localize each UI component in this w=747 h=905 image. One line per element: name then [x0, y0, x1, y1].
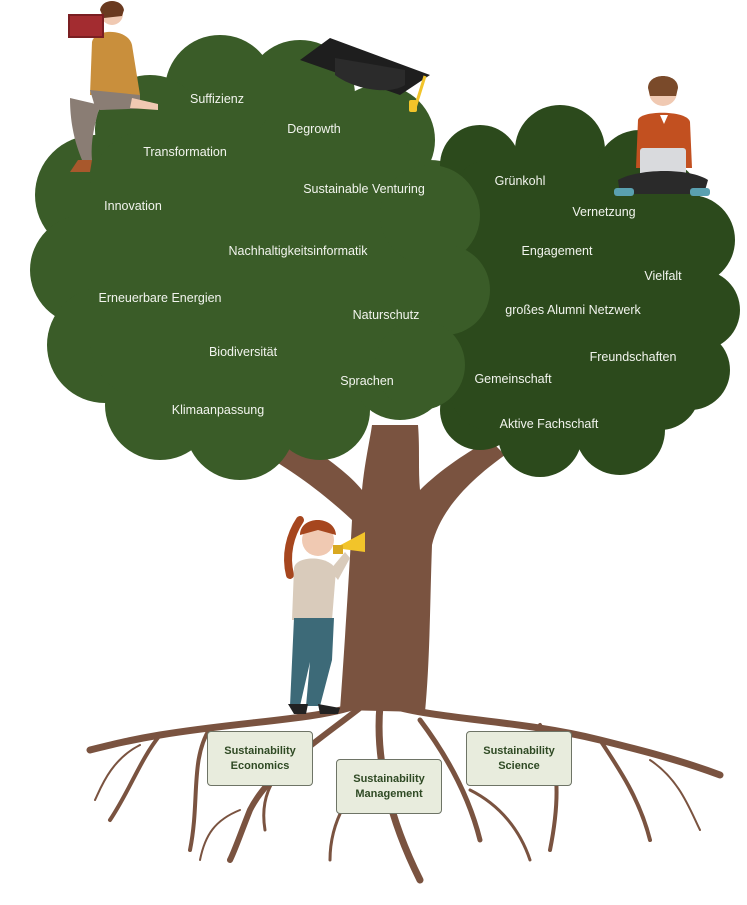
word-sustainable-venturing: Sustainable Venturing: [303, 181, 425, 196]
word-sprachen: Sprachen: [340, 373, 394, 388]
word-nachhaltigkeitsinformatik: Nachhaltigkeitsinformatik: [228, 243, 368, 258]
word-suffizienz: Suffizienz: [190, 91, 244, 106]
word-vernetzung: Vernetzung: [572, 204, 636, 219]
megaphone-person: [284, 516, 365, 714]
word-engagement: Engagement: [521, 243, 593, 258]
laptop-person: [614, 76, 710, 196]
word-vielfalt: Vielfalt: [644, 268, 682, 283]
word-erneuerbare-energien: Erneuerbare Energien: [98, 290, 222, 305]
sign-sustainability-science[interactable]: Sustainability Science: [466, 731, 572, 786]
graduation-cap-icon: [300, 38, 430, 112]
word-gemeinschaft: Gemeinschaft: [474, 371, 552, 386]
canopy-right-shape: [420, 105, 740, 477]
trunk: [265, 425, 505, 712]
word-innovation: Innovation: [104, 198, 162, 213]
sign-sustainability-economics[interactable]: Sustainability Economics: [207, 731, 313, 786]
word-freundschaften: Freundschaften: [589, 349, 677, 364]
word-klimaanpassung: Klimaanpassung: [171, 402, 265, 417]
sign-sustainability-management[interactable]: Sustainability Management: [336, 759, 442, 814]
word-alumni-netzwerk: großes Alumni Netzwerk: [505, 302, 641, 317]
word-aktive-fachschaft: Aktive Fachschaft: [499, 416, 599, 431]
word-gruenkohl: Grünkohl: [494, 173, 546, 188]
word-degrowth: Degrowth: [287, 121, 341, 136]
word-naturschutz: Naturschutz: [352, 307, 420, 322]
word-transformation: Transformation: [143, 144, 227, 159]
book-reading-person: [68, 1, 158, 172]
word-biodiversitaet: Biodiversität: [208, 344, 278, 359]
